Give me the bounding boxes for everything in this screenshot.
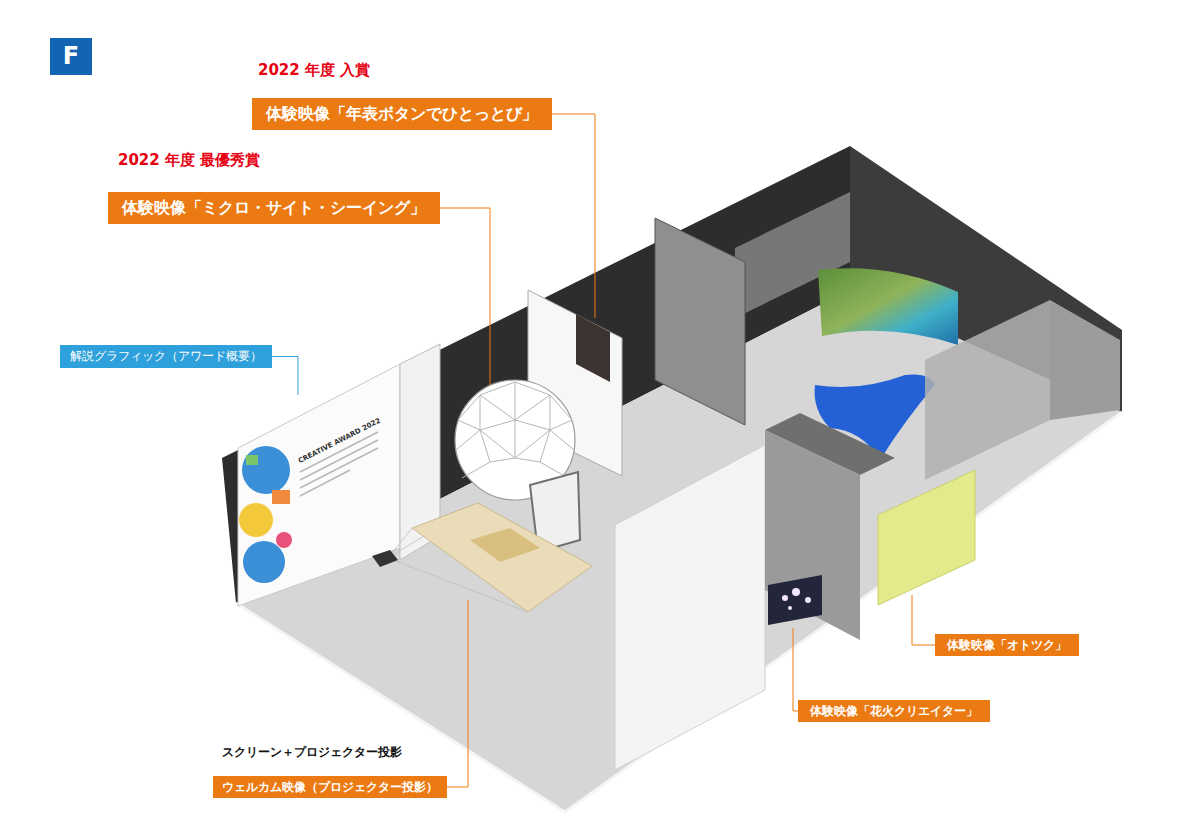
partition bbox=[925, 300, 1050, 480]
label-box: 解説グラフィック（アワード概要） bbox=[60, 345, 272, 368]
projector bbox=[372, 550, 398, 567]
callout-text: ウェルカム映像（プロジェクター投影） bbox=[222, 776, 438, 798]
partition bbox=[655, 218, 745, 425]
ototsuku-screen bbox=[878, 470, 975, 605]
graphic-shape bbox=[272, 490, 290, 504]
callout-text: 解説グラフィック（アワード概要） bbox=[70, 345, 262, 368]
callout-box: 解説グラフィック（アワード概要） bbox=[60, 345, 272, 368]
graphic-shape bbox=[239, 503, 273, 537]
callout-text: 体験映像「オトツク」 bbox=[947, 634, 1067, 656]
landscape-screen bbox=[818, 268, 958, 345]
partition bbox=[765, 430, 860, 640]
welcome-screen bbox=[412, 503, 592, 612]
fireworks-sparkle bbox=[782, 588, 811, 610]
label-box: 体験映像「年表ボタンでひとっとび」 bbox=[252, 98, 552, 130]
graphic-shape bbox=[243, 541, 285, 583]
callout-box: 2022 年度 最優秀賞体験映像「ミクロ・サイト・シーイング」 bbox=[108, 150, 440, 224]
callout-heading: 2022 年度 最優秀賞 bbox=[118, 150, 440, 170]
leader-line bbox=[440, 208, 490, 385]
wall-screen bbox=[576, 314, 610, 382]
callout-text: 体験映像「年表ボタンでひとっとび」 bbox=[266, 98, 538, 130]
callout-text: 体験映像「ミクロ・サイト・シーイング」 bbox=[122, 192, 426, 224]
partition-block bbox=[615, 445, 765, 770]
section-badge: F bbox=[50, 38, 92, 75]
leader-line bbox=[447, 600, 468, 787]
label-box: ウェルカム映像（プロジェクター投影） bbox=[213, 776, 447, 798]
partition bbox=[1050, 300, 1120, 420]
callout-heading: スクリーン＋プロジェクター投影 bbox=[222, 744, 447, 760]
graphic-shape bbox=[242, 446, 290, 494]
leader-line bbox=[552, 114, 595, 318]
graphic-text-line bbox=[300, 470, 350, 496]
label-box: 体験映像「オトツク」 bbox=[935, 634, 1079, 656]
callout-text: 体験映像「花火クリエイター」 bbox=[810, 700, 978, 722]
screen-image bbox=[470, 528, 540, 562]
badge-box: F bbox=[50, 38, 92, 75]
graphic-shape bbox=[276, 532, 292, 548]
leader-line bbox=[793, 628, 798, 711]
label-box: 体験映像「花火クリエイター」 bbox=[798, 700, 990, 722]
callout-box: スクリーン＋プロジェクター投影ウェルカム映像（プロジェクター投影） bbox=[213, 744, 447, 798]
callout-box: 体験映像「オトツク」 bbox=[935, 634, 1079, 656]
callout-box: 2022 年度 入賞体験映像「年表ボタンでひとっとび」 bbox=[252, 60, 552, 130]
leader-line bbox=[272, 357, 298, 396]
callout-text: F bbox=[63, 38, 79, 75]
callout-box: 体験映像「花火クリエイター」 bbox=[798, 700, 990, 722]
fireworks-screen bbox=[768, 575, 822, 625]
callout-heading: 2022 年度 入賞 bbox=[258, 60, 552, 80]
graphic-shape bbox=[246, 455, 258, 465]
graphic-text-line bbox=[300, 440, 378, 480]
dome-frame bbox=[456, 382, 574, 478]
graphic-wall bbox=[238, 364, 400, 606]
label-box: 体験映像「ミクロ・サイト・シーイング」 bbox=[108, 192, 440, 224]
leader-line bbox=[912, 595, 935, 645]
